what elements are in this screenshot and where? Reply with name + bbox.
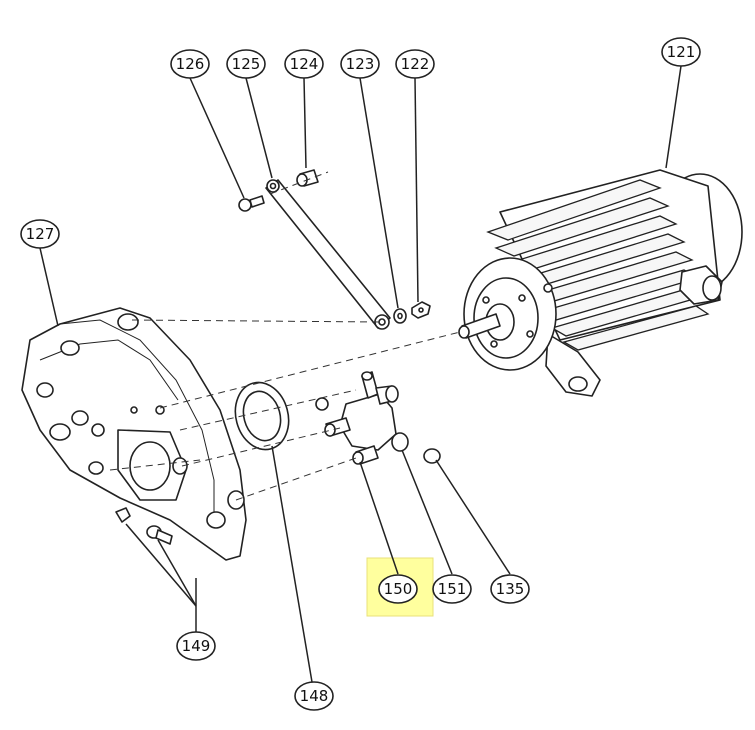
valve-block	[315, 371, 441, 465]
callout-122-label: 122	[401, 55, 430, 73]
callout-148: 148	[294, 681, 334, 711]
callout-127: 127	[20, 219, 60, 249]
callout-135-label: 135	[496, 580, 525, 598]
callout-149: 149	[176, 631, 216, 661]
callout-135: 135	[490, 574, 530, 604]
gasket-148	[234, 381, 290, 451]
callout-125: 125	[226, 49, 266, 79]
callout-121: 121	[661, 37, 701, 67]
fasteners-149	[115, 507, 173, 545]
spacer-124	[296, 169, 319, 187]
callout-126: 126	[170, 49, 210, 79]
callout-124: 124	[284, 49, 324, 79]
nut-122	[411, 301, 431, 319]
callout-122: 122	[395, 49, 435, 79]
callout-124-label: 124	[290, 55, 319, 73]
leader-lines	[39, 65, 682, 683]
housing-127	[21, 307, 247, 561]
callout-149-label: 149	[182, 637, 211, 655]
callout-150: 150	[378, 574, 418, 604]
alignment-lines	[109, 171, 461, 501]
callout-151-label: 151	[438, 580, 467, 598]
small-hardware	[238, 169, 431, 330]
callout-151: 151	[432, 574, 472, 604]
callout-150-label: 150	[384, 580, 413, 598]
screw-126	[238, 195, 265, 212]
link-arm-125	[265, 179, 391, 330]
callout-126-label: 126	[176, 55, 205, 73]
callout-125-label: 125	[232, 55, 261, 73]
callout-123: 123	[340, 49, 380, 79]
callout-148-label: 148	[300, 687, 329, 705]
callout-127-label: 127	[26, 225, 55, 243]
callout-121-label: 121	[667, 43, 696, 61]
washer-123	[393, 308, 407, 324]
motor-assembly	[458, 169, 743, 397]
callout-123-label: 123	[346, 55, 375, 73]
